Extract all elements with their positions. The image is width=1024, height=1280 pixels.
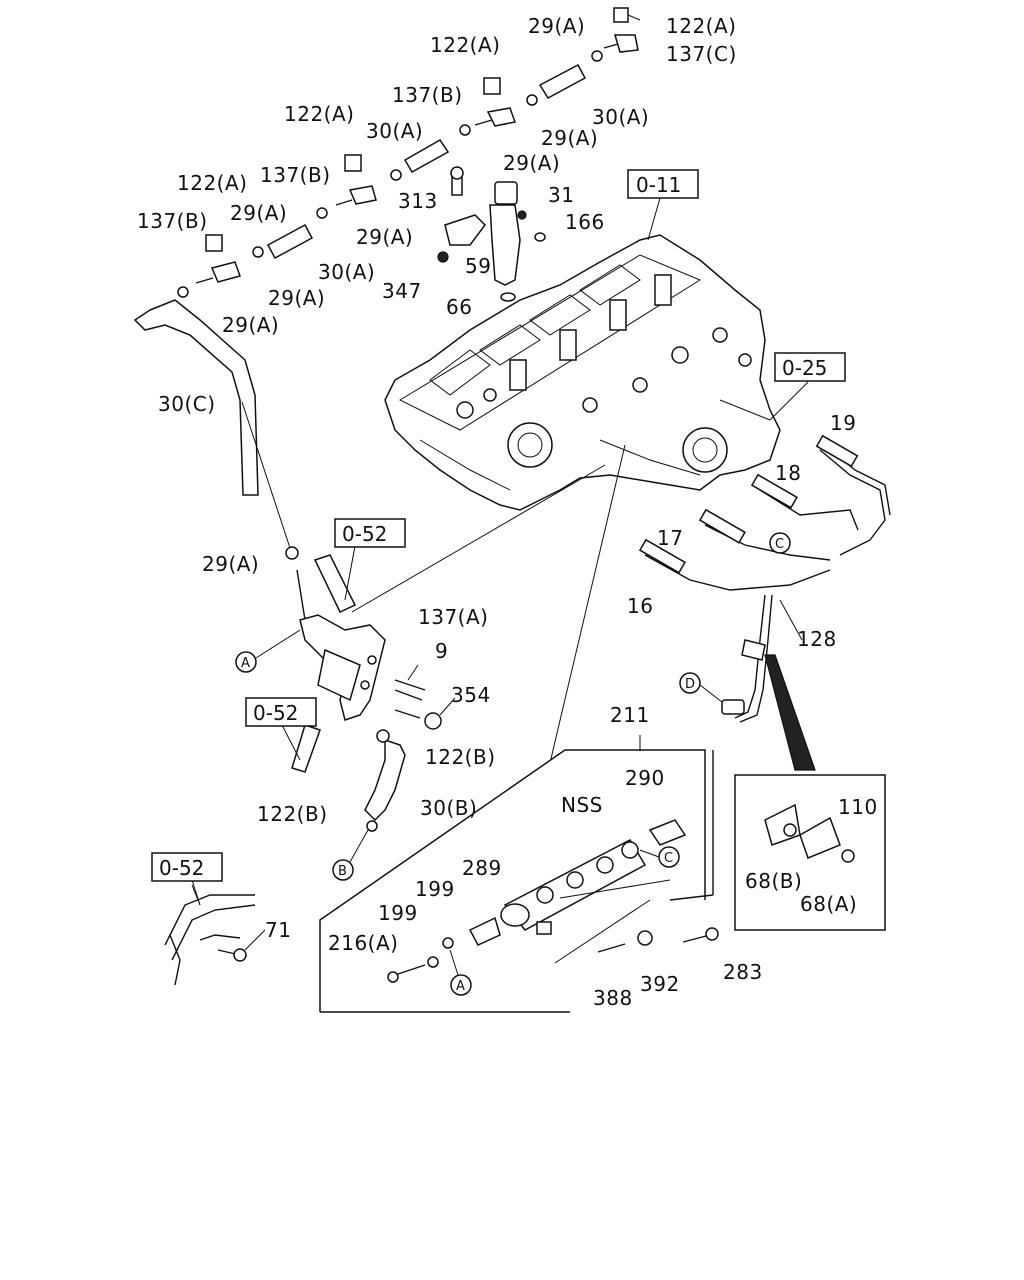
label-110: 110 (838, 795, 878, 819)
return-pipe-assembly (285, 464, 606, 832)
label-29a-eighth: 29(A) (202, 552, 259, 576)
label-9: 9 (435, 639, 448, 663)
label-128: 128 (797, 627, 837, 651)
label-16: 16 (627, 594, 653, 618)
label-29a-second: 29(A) (541, 126, 598, 150)
label-29a-top: 29(A) (528, 14, 585, 38)
label-71: 71 (265, 918, 291, 942)
label-68a: 68(A) (800, 892, 857, 916)
label-68b: 68(B) (745, 869, 802, 893)
label-283: 283 (723, 960, 763, 984)
label-313: 313 (398, 189, 438, 213)
label-290: 290 (625, 766, 665, 790)
label-59: 59 (465, 254, 491, 278)
ref-box-0-52-middle: 0-52 (253, 701, 298, 725)
label-nss: NSS (561, 793, 603, 817)
label-216a: 216(A) (328, 931, 398, 955)
label-30a-third: 30(A) (318, 260, 375, 284)
label-30a-first: 30(A) (592, 105, 649, 129)
connection-markers: A A B C C D (235, 532, 791, 996)
ref-box-0-25: 0-25 (782, 356, 827, 380)
common-rail-assembly (319, 749, 719, 1013)
label-29a-seventh: 29(A) (222, 313, 279, 337)
injector-assembly (437, 166, 546, 302)
label-137c: 137(C) (666, 42, 737, 66)
label-388: 388 (593, 986, 633, 1010)
label-137b-second: 137(B) (260, 163, 331, 187)
leader-lines (191, 197, 809, 951)
ref-box-0-52-upper: 0-52 (342, 522, 387, 546)
label-29a-fifth: 29(A) (356, 225, 413, 249)
label-137b-first: 137(B) (392, 83, 463, 107)
label-30c: 30(C) (158, 392, 216, 416)
part-labels: 29(A) 122(A) 137(C) 122(A) 137(B) 30(A) … (137, 14, 878, 1010)
label-18: 18 (775, 461, 801, 485)
label-122a-second: 122(A) (430, 33, 500, 57)
marker-c-rail: C (664, 851, 673, 866)
label-347: 347 (382, 279, 422, 303)
label-66: 66 (446, 295, 472, 319)
bracket-71 (164, 879, 256, 986)
marker-c-pipes: C (775, 537, 784, 552)
label-29a-fourth: 29(A) (230, 201, 287, 225)
label-289: 289 (462, 856, 502, 880)
injection-pipes (519, 434, 891, 891)
marker-b: B (338, 864, 347, 879)
marker-a-rail: A (456, 979, 465, 994)
label-30b: 30(B) (420, 796, 477, 820)
label-31: 31 (548, 183, 574, 207)
label-166: 166 (565, 210, 605, 234)
label-29a-sixth: 29(A) (268, 286, 325, 310)
label-30a-second: 30(A) (366, 119, 423, 143)
label-122b-first: 122(B) (425, 745, 496, 769)
reference-boxes: 0-11 0-25 0-52 0-52 0-52 (151, 169, 846, 882)
label-17: 17 (657, 526, 683, 550)
label-122a-top: 122(A) (666, 14, 736, 38)
ref-box-0-52-lower: 0-52 (159, 856, 204, 880)
leak-off-hose-chain (133, 7, 641, 549)
label-211: 211 (610, 703, 650, 727)
label-19: 19 (830, 411, 856, 435)
label-199-first: 199 (415, 877, 455, 901)
label-199-second: 199 (378, 901, 418, 925)
clamp-detail (734, 654, 886, 931)
label-137a: 137(A) (418, 605, 488, 629)
label-122b-second: 122(B) (257, 802, 328, 826)
label-29a-third: 29(A) (503, 151, 560, 175)
label-354: 354 (451, 683, 491, 707)
label-122a-fourth: 122(A) (177, 171, 247, 195)
label-392: 392 (640, 972, 680, 996)
marker-d: D (685, 677, 695, 692)
label-122a-third: 122(A) (284, 102, 354, 126)
marker-a-left: A (241, 656, 250, 671)
cylinder-head-drawing (384, 234, 781, 511)
ref-box-0-11: 0-11 (636, 173, 681, 197)
label-137b-third: 137(B) (137, 209, 208, 233)
